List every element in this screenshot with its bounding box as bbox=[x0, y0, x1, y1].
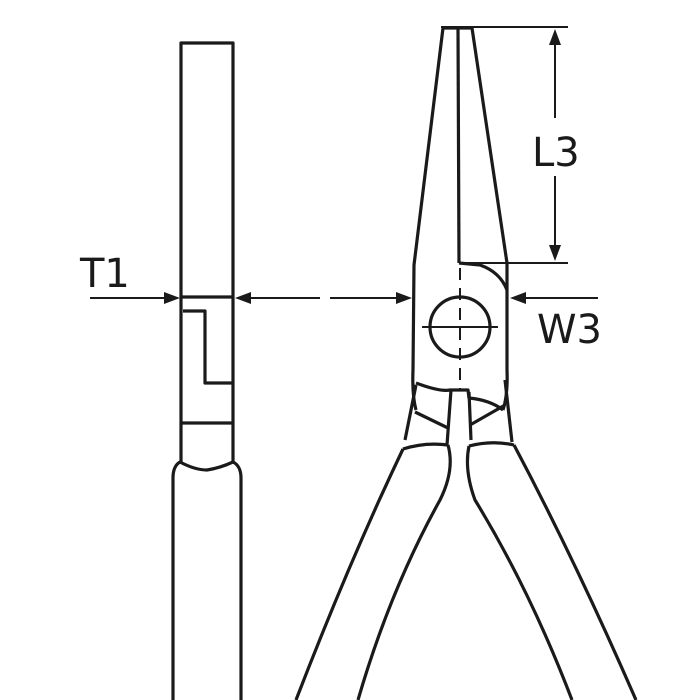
left-neck-bevel bbox=[414, 410, 449, 430]
w3-label: W3 bbox=[537, 307, 602, 353]
l3-arrow-top-head bbox=[549, 29, 561, 45]
right-handle-outer bbox=[512, 444, 638, 700]
right-neck-inner bbox=[467, 391, 473, 441]
side-view-handle-mask bbox=[172, 462, 242, 700]
side-view-outline bbox=[179, 41, 235, 700]
right-handle-cap bbox=[468, 441, 515, 448]
left-handle-outer bbox=[294, 448, 405, 700]
side-view-joint-step bbox=[183, 309, 233, 385]
width-dimension-front bbox=[330, 292, 412, 304]
w3-arrow-head bbox=[510, 292, 526, 304]
jaw-center-line bbox=[456, 27, 461, 264]
l3-label: L3 bbox=[532, 130, 580, 176]
l3-arrow-bottom-head bbox=[549, 245, 561, 261]
left-neck-outer bbox=[403, 384, 418, 441]
left-handle-cap bbox=[402, 442, 449, 451]
right-neck-bevel bbox=[469, 403, 506, 427]
l3-dimension: L3 bbox=[532, 29, 580, 261]
w3-dimension: W3 bbox=[510, 292, 602, 353]
side-view bbox=[171, 41, 243, 700]
joint-lower-curve bbox=[415, 381, 504, 412]
t1-dimension: T1 bbox=[79, 251, 320, 304]
right-handle-inner bbox=[465, 445, 574, 700]
front-arrow-head bbox=[396, 292, 412, 304]
jaw-root-curve bbox=[458, 261, 509, 291]
t1-arrow-left-head bbox=[164, 292, 180, 304]
t1-arrow-right-head bbox=[235, 292, 251, 304]
side-view-handle bbox=[171, 460, 243, 700]
left-neck-inner bbox=[445, 389, 453, 446]
front-view bbox=[294, 26, 638, 700]
t1-label: T1 bbox=[79, 251, 130, 297]
right-neck-outer bbox=[503, 379, 514, 443]
left-handle-inner bbox=[356, 444, 452, 700]
left-jaw-outline bbox=[411, 27, 445, 411]
